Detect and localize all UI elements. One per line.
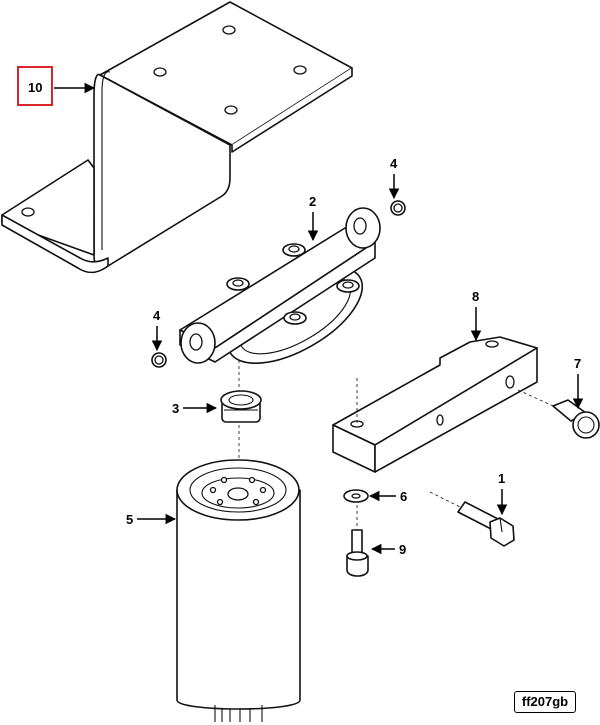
filter-head <box>179 207 381 392</box>
callout-1: 1 <box>496 471 508 516</box>
svg-text:4: 4 <box>390 156 398 171</box>
callout-5: 5 <box>126 512 177 527</box>
figure-id-label: ff207gb <box>514 691 576 713</box>
callout-3: 3 <box>172 401 218 416</box>
callout-4-top: 4 <box>388 156 400 200</box>
svg-text:2: 2 <box>309 194 316 209</box>
svg-text:7: 7 <box>574 356 581 371</box>
svg-text:8: 8 <box>472 289 479 304</box>
callout-8: 8 <box>470 289 482 342</box>
cap-screw <box>346 505 369 577</box>
bracket-hole <box>153 67 167 77</box>
spacer-block <box>332 336 538 473</box>
svg-text:3: 3 <box>172 401 179 416</box>
callout-9: 9 <box>370 542 406 557</box>
callout-highlight-box <box>17 66 53 106</box>
svg-text:4: 4 <box>153 308 161 323</box>
callout-6: 6 <box>368 489 407 504</box>
callout-10: 10 <box>28 80 96 95</box>
svg-text:6: 6 <box>400 489 407 504</box>
bracket-hole <box>222 25 236 35</box>
bracket-hole <box>224 105 238 115</box>
mounting-bracket <box>1 1 353 274</box>
callout-4-left: 4 <box>151 308 163 352</box>
svg-text:10: 10 <box>28 80 42 95</box>
bracket-hole <box>21 207 35 217</box>
svg-text:9: 9 <box>399 542 406 557</box>
svg-text:5: 5 <box>126 512 133 527</box>
filter-canister <box>176 459 301 722</box>
flange-bolt <box>517 389 600 439</box>
svg-text:1: 1 <box>498 471 505 486</box>
callout-7: 7 <box>572 356 584 410</box>
bracket-hole <box>293 65 307 75</box>
hex-bolt <box>429 491 515 547</box>
callout-2: 2 <box>307 194 319 242</box>
adapter-nipple <box>220 390 262 475</box>
